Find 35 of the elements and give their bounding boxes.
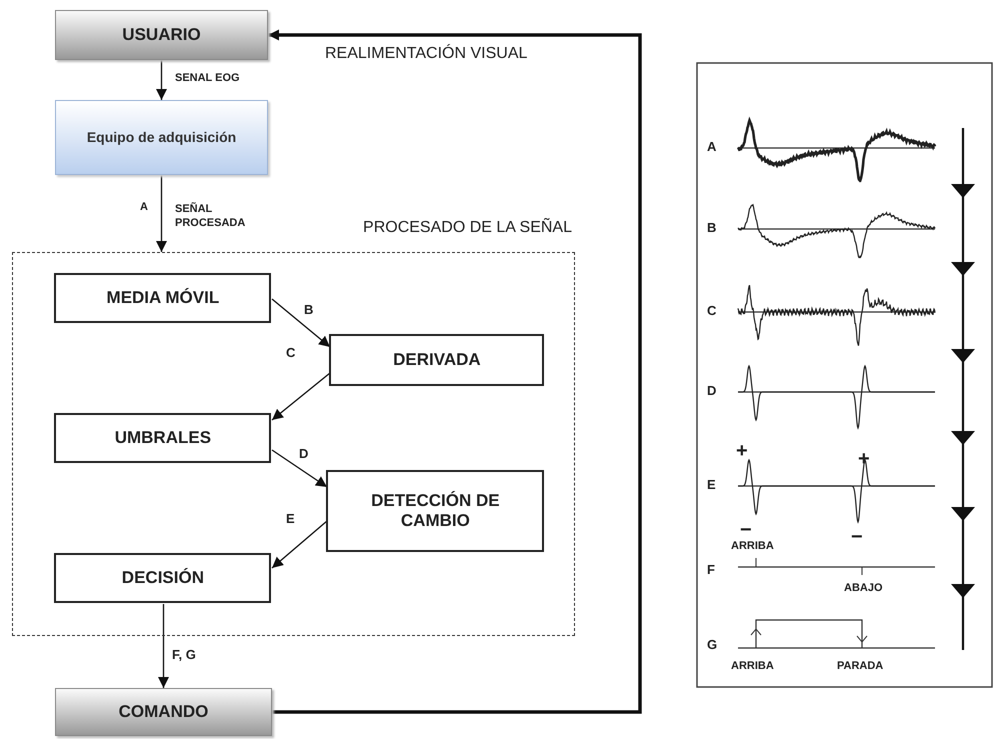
trace-letter: G (707, 638, 718, 651)
arrow (158, 604, 169, 688)
event-label: ABAJO (844, 583, 883, 594)
arrow (272, 298, 330, 348)
process-box: DERIVADA (329, 334, 544, 386)
terminal-box: COMANDO (55, 688, 272, 736)
arrow (272, 520, 328, 568)
terminal-box: USUARIO (55, 10, 268, 60)
trace-letter: D (707, 384, 716, 397)
arrow (156, 175, 167, 252)
process-box: UMBRALES (54, 413, 272, 464)
event-label: ARRIBA (731, 541, 774, 552)
process-box: Equipo de adquisición (55, 100, 268, 175)
trace-letter: B (707, 221, 716, 234)
arrow (268, 30, 642, 714)
event-label: ARRIBA (731, 661, 774, 672)
trace-letter: F (707, 563, 715, 576)
edge-label: SENAL EOG (175, 72, 240, 84)
edge-label: F, G (172, 648, 196, 662)
arrow (156, 60, 167, 100)
process-box: DECISIÓN (54, 553, 272, 604)
trace-letter: A (707, 140, 716, 153)
arrow (272, 372, 330, 420)
trace-letter: E (707, 478, 716, 491)
polarity-sign: − (851, 527, 863, 547)
arrow (272, 449, 328, 488)
polarity-sign: − (740, 520, 752, 540)
event-label: PARADA (837, 661, 884, 672)
trace-letter: C (707, 304, 716, 317)
signal-label: SEÑAL PROCESADA (175, 202, 245, 231)
process-box: MEDIA MÓVIL (54, 273, 272, 324)
group-heading: PROCESADO DE LA SEÑAL (363, 219, 572, 237)
process-box: DETECCIÓN DE CAMBIO (326, 470, 544, 552)
polarity-sign: + (736, 441, 748, 461)
edge-label: C (286, 346, 296, 360)
